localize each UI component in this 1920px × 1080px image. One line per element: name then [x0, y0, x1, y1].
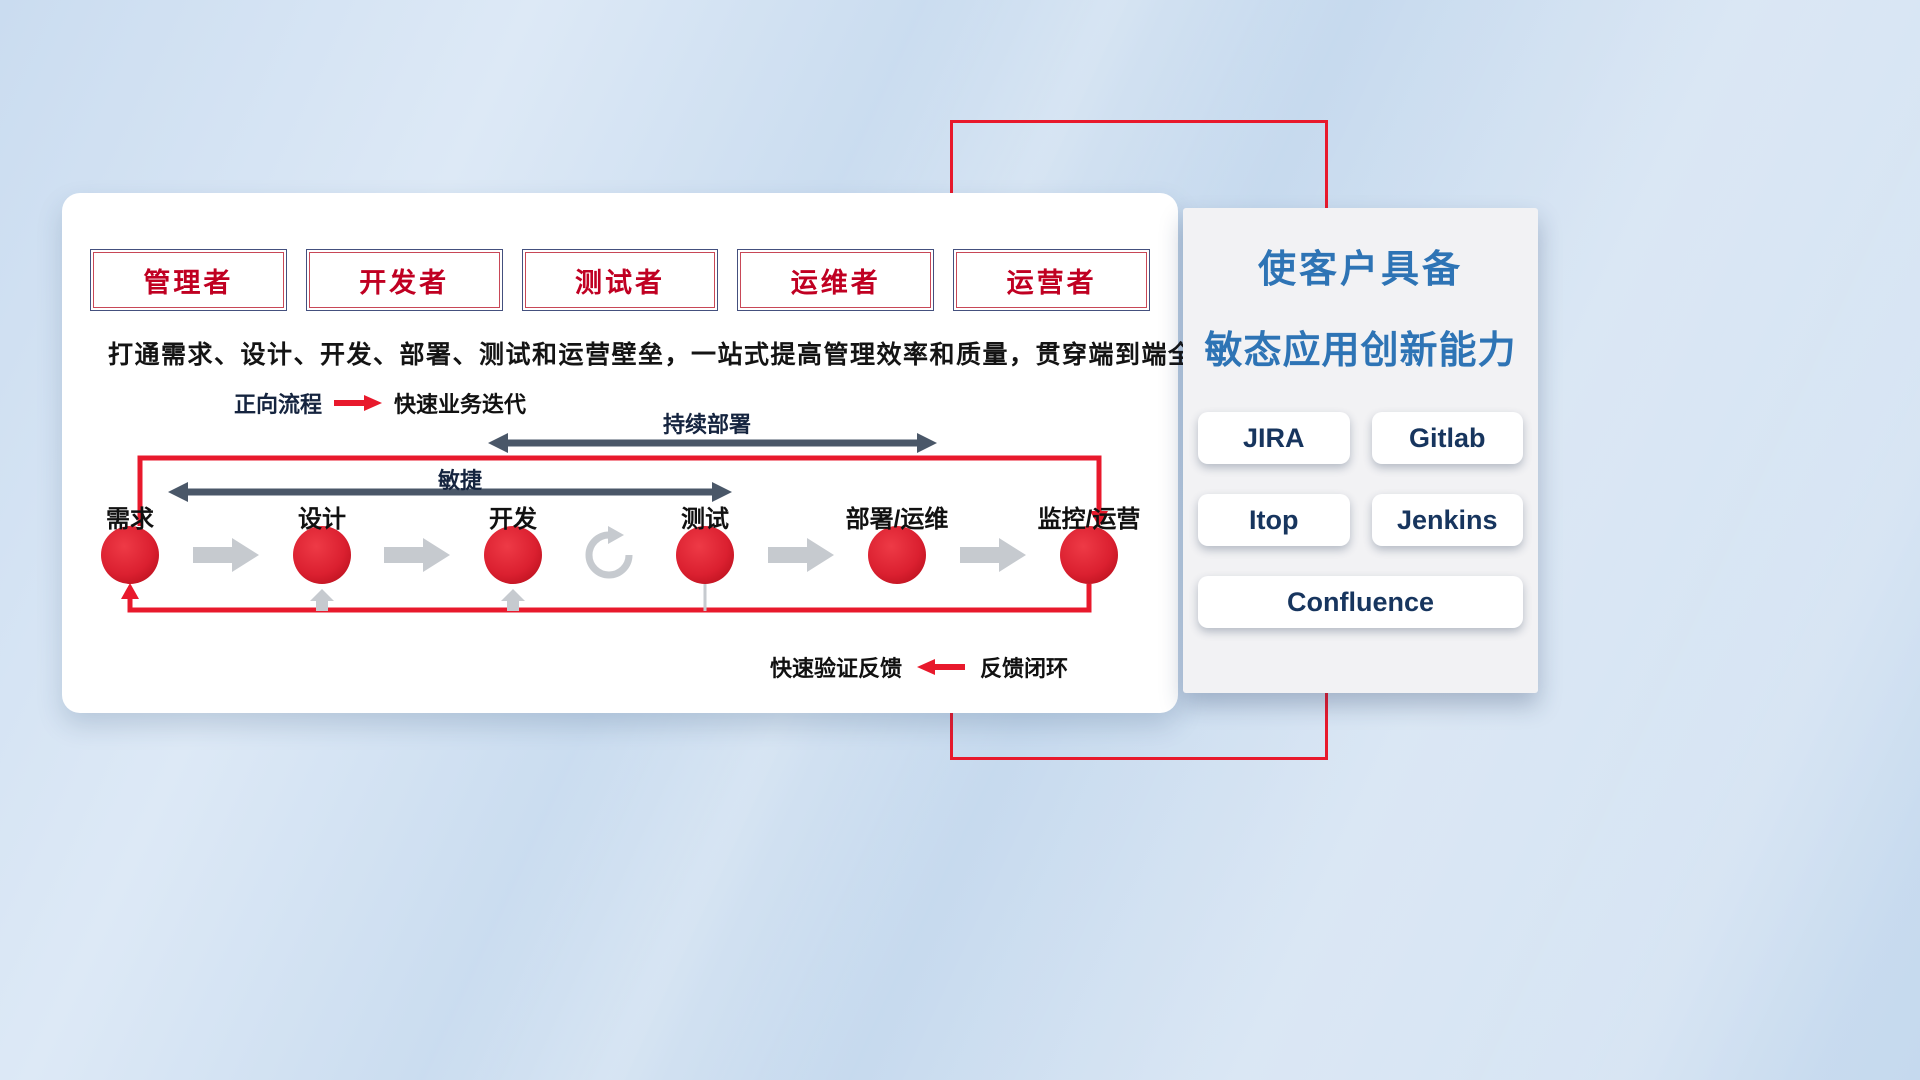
- role-box-operator: 运营者: [953, 249, 1150, 311]
- forward-flow-label: 正向流程: [234, 392, 323, 417]
- panel-title-line2: 敏态应用创新能力: [1204, 330, 1517, 372]
- tool-badge-jira: JIRA: [1198, 412, 1350, 464]
- tool-badge-itop: Itop: [1198, 494, 1350, 546]
- forward-flow-value: 快速业务迭代: [394, 392, 527, 417]
- agile-label: 敏捷: [437, 468, 482, 493]
- forward-arrow-icon: [334, 395, 383, 411]
- stage-label-requirements: 需求: [106, 506, 154, 533]
- tools-grid: JIRA Gitlab Itop Jenkins Confluence: [1183, 412, 1538, 628]
- iteration-loop-icon: [585, 526, 633, 579]
- stage-label-deploy-ops: 部署/运维: [845, 506, 949, 533]
- feedback-label: 反馈闭环: [980, 656, 1069, 681]
- feedback-value: 快速验证反馈: [770, 656, 903, 681]
- stage-circles: [101, 526, 1118, 584]
- headline-text: 打通需求、设计、开发、部署、测试和运营壁垒，一站式提高管理效率和质量，贯穿端到端…: [108, 341, 1248, 369]
- feedback-arrow-icon: [917, 659, 966, 675]
- stage-label-development: 开发: [489, 506, 537, 533]
- tool-badge-jenkins: Jenkins: [1371, 494, 1523, 546]
- continuous-deployment-label: 持续部署: [662, 412, 751, 437]
- feedback-loop-line: [121, 583, 1092, 613]
- feedback-legend: 快速验证反馈 反馈闭环: [770, 651, 1068, 683]
- stage-label-design: 设计: [298, 506, 346, 533]
- capability-panel: 使客户具备 敏态应用创新能力 JIRA Gitlab Itop Jenkins …: [1183, 208, 1538, 693]
- forward-flow-legend: 正向流程 快速业务迭代: [234, 387, 526, 419]
- tool-badge-gitlab: Gitlab: [1371, 412, 1523, 464]
- stage-arrows: [193, 538, 1026, 572]
- feedback-up-arrows: [310, 584, 707, 611]
- role-box-tester: 测试者: [521, 249, 719, 311]
- tool-badge-confluence: Confluence: [1198, 576, 1523, 628]
- panel-title-line1: 使客户具备: [1257, 249, 1463, 291]
- stage-label-monitor-operate: 监控/运营: [1037, 506, 1141, 533]
- devops-flow-card: 管理者 开发者 测试者 运维者 运营者 打通需求、设计、开发、部署、测试和运营壁…: [62, 193, 1246, 713]
- role-box-ops: 运维者: [737, 249, 935, 311]
- stage-label-testing: 测试: [681, 506, 729, 533]
- role-box-manager: 管理者: [90, 249, 287, 311]
- role-box-developer: 开发者: [305, 249, 503, 311]
- roles-row: 管理者 开发者 测试者 运维者 运营者: [90, 249, 1150, 311]
